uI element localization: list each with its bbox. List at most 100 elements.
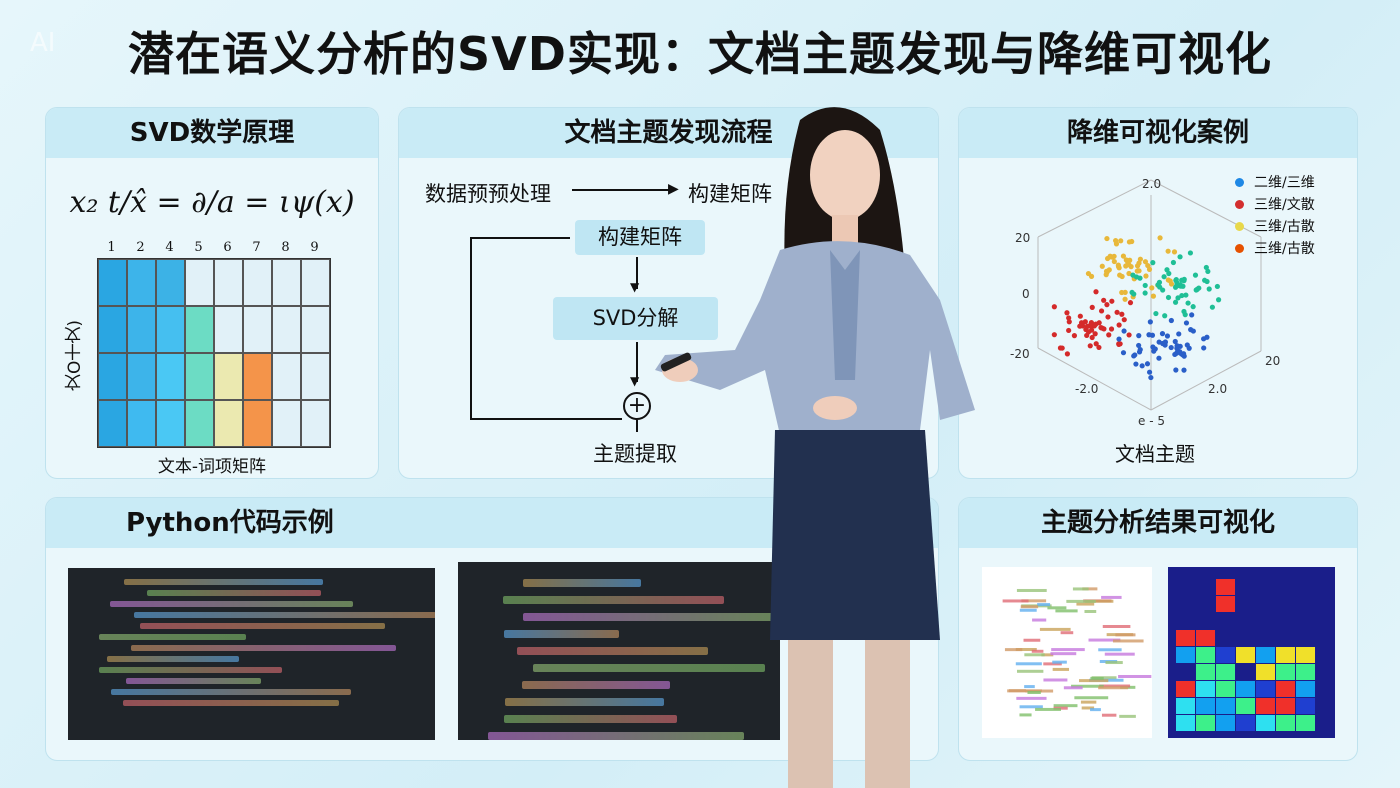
heatmap-cell — [1276, 579, 1295, 595]
matrix-cell — [98, 400, 127, 447]
word-cloud-word — [1052, 660, 1067, 664]
scatter-point — [1111, 258, 1117, 265]
axis-line — [1037, 179, 1152, 238]
heatmap-cell — [1236, 647, 1255, 663]
scatter-point — [1126, 270, 1132, 277]
topic-heatmap — [1168, 567, 1335, 738]
heatmap-cell — [1296, 579, 1315, 595]
scatter-point — [1077, 313, 1083, 319]
scatter-point — [1143, 273, 1149, 279]
heatmap-cell — [1196, 579, 1215, 595]
word-cloud-word — [1043, 662, 1062, 666]
word-cloud-word — [1085, 599, 1114, 603]
matrix-cell — [272, 353, 301, 400]
code-line — [98, 667, 283, 673]
heatmap-cell — [1216, 647, 1235, 663]
scatter-point — [1109, 298, 1115, 304]
scatter-point — [1089, 334, 1095, 341]
word-cloud-word — [1032, 618, 1047, 622]
scatter-point — [1051, 304, 1057, 310]
heatmap-cell — [1176, 698, 1195, 714]
matrix-cell — [127, 306, 156, 353]
scatter-point — [1142, 282, 1148, 289]
scatter-point — [1168, 281, 1175, 287]
heatmap-cell — [1236, 630, 1255, 646]
word-cloud-word — [1043, 678, 1068, 682]
scatter-point — [1214, 283, 1220, 290]
word-cloud-word — [1066, 599, 1096, 603]
scatter-point — [1161, 274, 1167, 280]
matrix-column-label: 7 — [252, 240, 261, 255]
scatter-point — [1160, 287, 1166, 293]
scatter-point — [1168, 344, 1174, 351]
step-build-matrix: 构建矩阵 — [575, 220, 705, 255]
scatter-point — [1059, 345, 1065, 351]
axis-tick-label: 2.0 — [1142, 177, 1161, 191]
code-line — [123, 579, 324, 585]
word-cloud-word — [1019, 705, 1043, 709]
scatter-point — [1071, 333, 1078, 339]
panel-title: 降维可视化案例 — [959, 108, 1357, 158]
heatmap-cell — [1296, 630, 1315, 646]
heatmap-cell — [1296, 613, 1315, 629]
word-cloud-word — [1080, 700, 1097, 704]
svd-formula: x₂ t/x̂ = ∂/a = ιψ(x) — [69, 185, 355, 220]
heatmap-cell — [1196, 715, 1215, 731]
heatmap-cell — [1236, 698, 1255, 714]
scatter-point — [1126, 239, 1133, 245]
scatter-point — [1181, 308, 1187, 315]
scatter-point — [1066, 315, 1072, 321]
word-cloud-word — [1084, 609, 1097, 613]
heatmap-cell — [1296, 596, 1315, 612]
scatter-point — [1126, 262, 1132, 268]
code-line — [146, 590, 321, 596]
scatter-point — [1190, 328, 1196, 334]
heatmap-cell — [1176, 664, 1195, 680]
axis-tick-label: e - 5 — [1138, 414, 1165, 428]
axis-tick-label: 2.0 — [1208, 382, 1227, 396]
heatmap-cell — [1196, 630, 1215, 646]
matrix-cell — [156, 259, 185, 306]
scatter-point — [1105, 314, 1111, 320]
scatter-point — [1093, 289, 1099, 295]
heatmap-cell — [1216, 664, 1235, 680]
scatter-point — [1165, 294, 1172, 301]
axis-line — [1150, 350, 1262, 411]
scatter-point — [1085, 270, 1092, 277]
word-cloud-word — [1091, 676, 1117, 680]
scatter-point — [1089, 304, 1095, 310]
scatter-point — [1201, 336, 1207, 342]
heatmap-cell — [1296, 681, 1315, 697]
scatter-point — [1089, 327, 1095, 333]
scatter-point — [1209, 304, 1215, 310]
axis-tick-label: 20 — [1265, 354, 1280, 368]
heatmap-cell — [1176, 596, 1195, 612]
scatter-point — [1136, 342, 1142, 349]
word-cloud-word — [1016, 588, 1047, 592]
heatmap-cell — [1256, 613, 1275, 629]
scatter-point — [1183, 320, 1190, 326]
heatmap-cell — [1236, 664, 1255, 680]
heatmap-cell — [1276, 630, 1295, 646]
heatmap-cell — [1276, 664, 1295, 680]
code-line — [134, 612, 435, 618]
heatmap-cell — [1196, 664, 1215, 680]
scatter-point — [1186, 345, 1192, 351]
scatter-point — [1174, 345, 1180, 351]
scatter-point — [1127, 257, 1133, 263]
scatter-point — [1116, 341, 1122, 347]
viz-panel: 降维可视化案例 — [958, 107, 1358, 479]
scatter-point — [1148, 374, 1154, 381]
matrix-caption: 文本-词项矩阵 — [157, 457, 267, 477]
matrix-cell — [272, 400, 301, 447]
heatmap-cell — [1256, 715, 1275, 731]
word-cloud-word — [1019, 713, 1032, 717]
scatter-point — [1129, 289, 1135, 296]
heatmap-cell — [1216, 715, 1235, 731]
word-cloud-word — [1041, 653, 1054, 657]
scatter-point — [1084, 332, 1090, 339]
word-cloud-word — [1076, 602, 1095, 606]
code-line — [122, 700, 339, 706]
matrix-cell — [214, 259, 243, 306]
heatmap-cell — [1256, 647, 1275, 663]
